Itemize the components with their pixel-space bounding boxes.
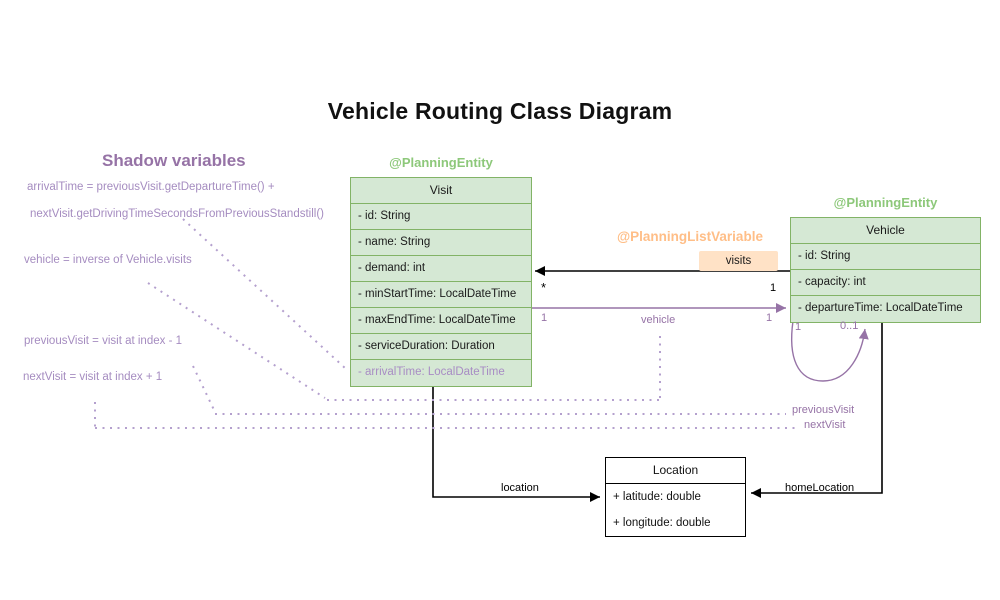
vehicle-multiplicity-at-visit: 1 bbox=[541, 312, 548, 324]
previous-visit-label: previousVisit bbox=[792, 404, 855, 416]
next-visit-label: nextVisit bbox=[804, 419, 846, 431]
visits-chip: visits bbox=[699, 251, 778, 271]
planning-list-variable-annotation: @PlanningListVariable bbox=[617, 229, 763, 244]
shadow-connectors bbox=[94, 218, 798, 429]
formula-vehicle: vehicle = inverse of Vehicle.visits bbox=[24, 254, 192, 266]
visit-field-max-end-time: - maxEndTime: LocalDateTime bbox=[351, 308, 531, 334]
visit-planning-entity-annotation: @PlanningEntity bbox=[389, 155, 493, 170]
connector-arrival-time bbox=[182, 218, 346, 369]
visit-field-id: - id: String bbox=[351, 204, 531, 230]
location-class-name: Location bbox=[606, 458, 745, 484]
visit-class-box: Visit - id: String - name: String - dema… bbox=[350, 177, 532, 387]
loop-multiplicity-left: 1 bbox=[795, 321, 802, 333]
visits-multiplicity-at-visit: * bbox=[541, 280, 547, 295]
visit-field-arrival-time: - arrivalTime: LocalDateTime bbox=[358, 366, 505, 378]
page-title: Vehicle Routing Class Diagram bbox=[327, 98, 673, 124]
visit-field-demand: - demand: int bbox=[351, 256, 531, 282]
visits-multiplicity-at-vehicle: 1 bbox=[770, 282, 777, 294]
vehicle-class-name: Vehicle bbox=[791, 218, 980, 244]
visit-field-name: - name: String bbox=[351, 230, 531, 256]
loop-multiplicity-right: 0..1 bbox=[840, 320, 859, 332]
vehicle-edge-label: vehicle bbox=[641, 314, 676, 326]
home-location-edge-label: homeLocation bbox=[785, 482, 855, 494]
visit-field-min-start-time: - minStartTime: LocalDateTime bbox=[351, 282, 531, 308]
formula-arrival-time-line2: nextVisit.getDrivingTimeSecondsFromPrevi… bbox=[30, 208, 324, 220]
location-class-box: Location + latitude: double + longitude:… bbox=[605, 457, 746, 537]
formula-arrival-time-line1: arrivalTime = previousVisit.getDeparture… bbox=[27, 181, 275, 193]
formula-next-visit: nextVisit = visit at index + 1 bbox=[23, 371, 163, 383]
edge-home-location bbox=[751, 321, 883, 498]
shadow-variables-heading: Shadow variables bbox=[102, 151, 246, 170]
vehicle-planning-entity-annotation: @PlanningEntity bbox=[833, 195, 938, 210]
edge-self-loop bbox=[791, 320, 869, 382]
vehicle-field-capacity: - capacity: int bbox=[791, 270, 980, 296]
vehicle-field-departure-time: - departureTime: LocalDateTime bbox=[798, 302, 963, 314]
formula-previous-visit: previousVisit = visit at index - 1 bbox=[24, 335, 182, 347]
visit-field-service-duration: - serviceDuration: Duration bbox=[351, 334, 531, 360]
vehicle-multiplicity-at-vehicle: 1 bbox=[766, 312, 773, 324]
vehicle-field-id: - id: String bbox=[791, 244, 980, 270]
visit-class-name: Visit bbox=[351, 178, 531, 204]
location-field-latitude: + latitude: double bbox=[613, 491, 701, 503]
connector-previous-diagonal bbox=[192, 365, 216, 413]
edge-location bbox=[432, 385, 600, 502]
vehicle-class-box: Vehicle - id: String - capacity: int - d… bbox=[790, 217, 981, 323]
location-field-longitude: + longitude: double bbox=[613, 517, 711, 529]
location-edge-label: location bbox=[501, 482, 539, 494]
connector-vehicle-diagonal bbox=[147, 282, 326, 399]
